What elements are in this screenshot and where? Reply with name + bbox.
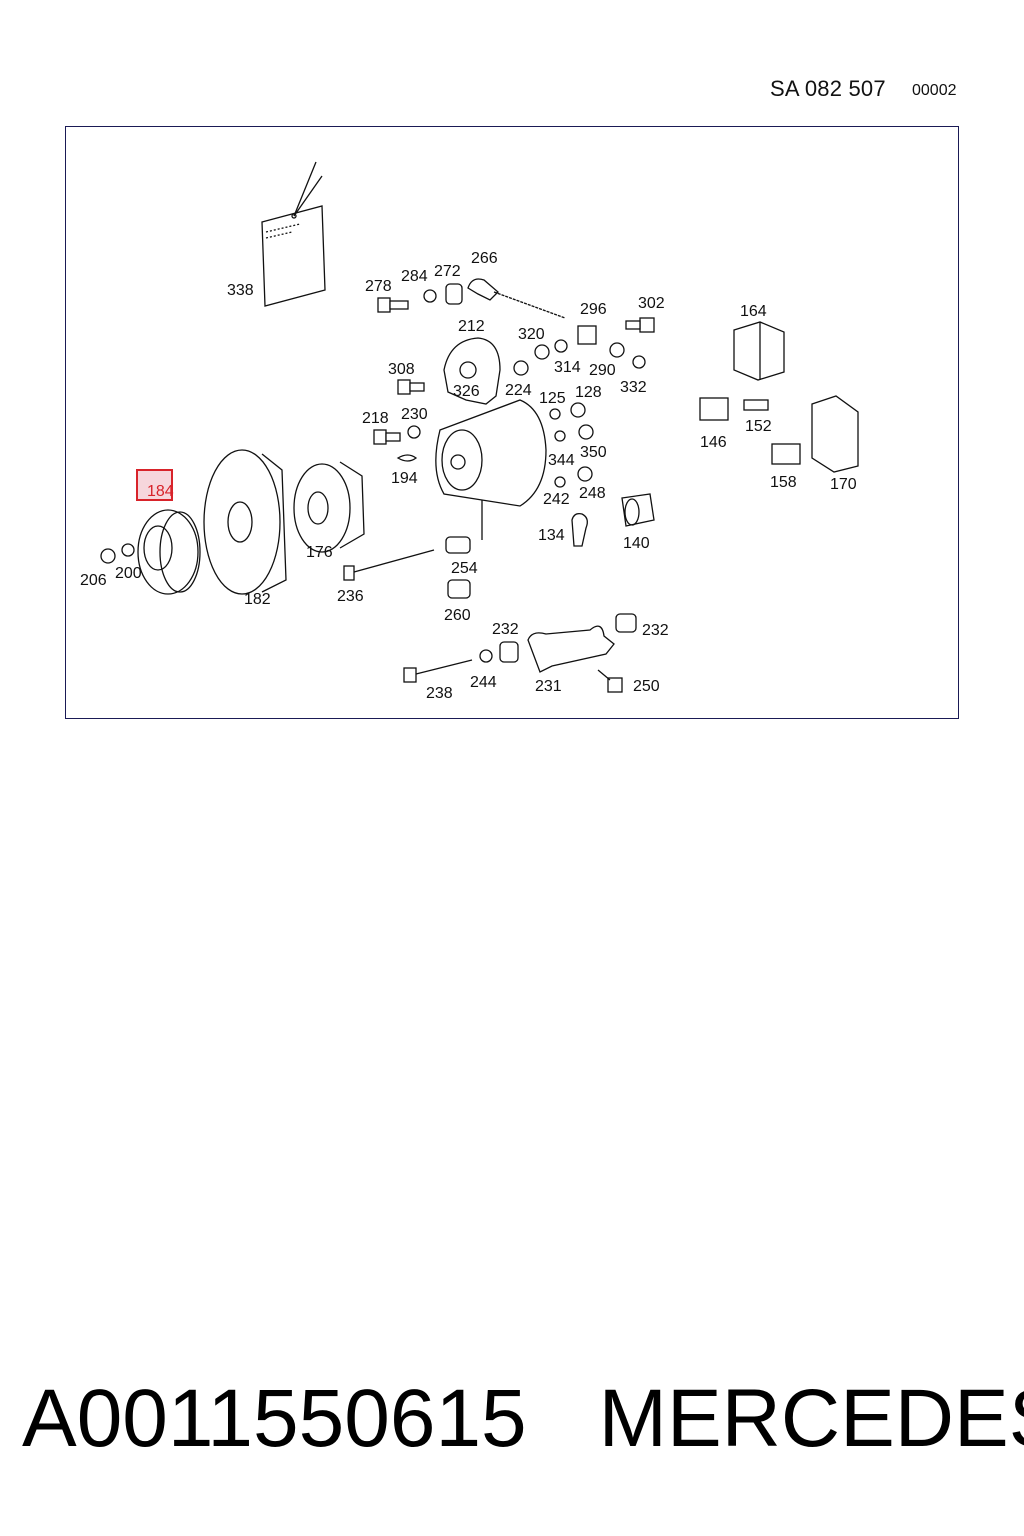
exploded-parts-diagram: 338 278 284 272 266 296 302 164 212 320 … (80, 161, 859, 702)
label-125: 125 (539, 390, 566, 407)
label-232-left: 232 (492, 621, 519, 638)
part-clip-296 (577, 325, 597, 345)
part-connector-152 (743, 399, 769, 411)
sheet-number: 00002 (912, 82, 957, 99)
part-bush-254 (445, 536, 471, 554)
highlight-callout[interactable]: 184 (136, 469, 174, 501)
label-278: 278 (365, 278, 392, 295)
part-terminal-134 (571, 512, 588, 547)
part-tag-drawing (261, 161, 326, 307)
part-bolt-236 (343, 549, 435, 581)
part-pulley-184 (137, 509, 201, 595)
part-fan-176 (293, 461, 365, 553)
label-231: 231 (535, 678, 562, 695)
part-sleeve-140 (621, 493, 655, 527)
label-176: 176 (306, 544, 333, 561)
part-screw-302 (625, 317, 655, 333)
part-bush-232a (499, 641, 519, 663)
label-296: 296 (580, 301, 607, 318)
label-128: 128 (575, 384, 602, 401)
label-248: 248 (579, 485, 606, 502)
label-212: 212 (458, 318, 485, 335)
label-338: 338 (227, 282, 254, 299)
part-bush-272 (445, 283, 463, 305)
label-232-right: 232 (642, 622, 669, 639)
part-washer-244 (479, 649, 493, 663)
label-266: 266 (471, 250, 498, 267)
label-184: 184 (147, 483, 174, 500)
part-fan-182 (203, 449, 287, 595)
label-238: 238 (426, 685, 453, 702)
part-number: A0011550615 (22, 1373, 527, 1464)
part-bolt-238 (403, 659, 473, 683)
brand-name: MERCEDES (598, 1373, 1024, 1464)
part-key-194 (396, 454, 418, 462)
part-bush-260 (447, 579, 471, 599)
label-332: 332 (620, 379, 647, 396)
label-140: 140 (623, 535, 650, 552)
diagram-frame (65, 126, 959, 719)
part-bracket-212 (443, 337, 501, 405)
label-170: 170 (830, 476, 857, 493)
label-260: 260 (444, 607, 471, 624)
label-244: 244 (470, 674, 497, 691)
part-bolt-218 (373, 429, 401, 445)
part-plug-146 (699, 397, 729, 421)
label-284: 284 (401, 268, 428, 285)
label-230: 230 (401, 406, 428, 423)
part-small-hardware (407, 339, 646, 488)
label-302: 302 (638, 295, 665, 312)
part-link-266 (467, 278, 566, 319)
part-washer-200 (121, 543, 135, 557)
label-320: 320 (518, 326, 545, 343)
label-344: 344 (548, 452, 575, 469)
label-236: 236 (337, 588, 364, 605)
label-152: 152 (745, 418, 772, 435)
label-200: 200 (115, 565, 142, 582)
part-washer-284 (423, 289, 437, 303)
label-146: 146 (700, 434, 727, 451)
footer-caption: A0011550615 MERCEDES (22, 1372, 1024, 1466)
label-290: 290 (589, 362, 616, 379)
part-plug-158 (771, 443, 801, 465)
part-bush-232b (615, 613, 637, 633)
part-regulator-170 (811, 395, 859, 473)
part-bolt-308 (397, 379, 425, 395)
diagram-code: SA 082 507 (770, 76, 886, 101)
label-254: 254 (451, 560, 478, 577)
label-164: 164 (740, 303, 767, 320)
part-bracket-231 (527, 625, 615, 673)
label-182: 182 (244, 591, 271, 608)
part-screw-250 (597, 669, 623, 693)
label-314: 314 (554, 359, 581, 376)
label-250: 250 (633, 678, 660, 695)
label-308: 308 (388, 361, 415, 378)
label-218: 218 (362, 410, 389, 427)
label-158: 158 (770, 474, 797, 491)
label-350: 350 (580, 444, 607, 461)
label-194: 194 (391, 470, 418, 487)
part-bolt-278 (377, 297, 409, 313)
part-nut-206 (100, 548, 116, 564)
label-224: 224 (505, 382, 532, 399)
label-206: 206 (80, 572, 107, 589)
label-272: 272 (434, 263, 461, 280)
highlight-box (136, 469, 173, 501)
part-alternator-body (435, 399, 547, 540)
label-242: 242 (543, 491, 570, 508)
part-relay-164 (733, 321, 785, 381)
label-326: 326 (453, 383, 480, 400)
label-134: 134 (538, 527, 565, 544)
